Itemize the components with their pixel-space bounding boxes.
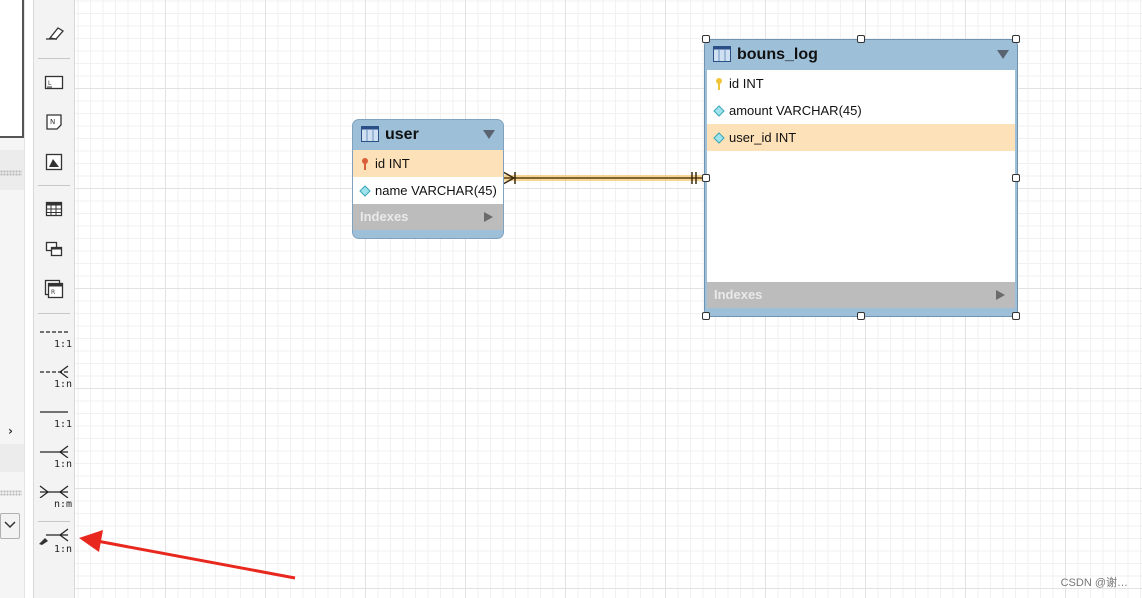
rel-tool-label: 1:n [53, 544, 72, 555]
entity-table-bouns-log[interactable]: bouns_log id INT amount VARCHAR(45) user… [704, 39, 1018, 317]
column-diamond-icon [712, 131, 726, 145]
indexes-label: Indexes [360, 209, 409, 224]
resize-handle[interactable] [702, 35, 710, 43]
column-diamond-icon [712, 104, 726, 118]
resize-handle[interactable] [1012, 174, 1020, 182]
primary-key-icon [358, 157, 372, 171]
solid-relationship-icon [40, 411, 68, 413]
resize-grip[interactable] [0, 490, 22, 496]
eraser-tool[interactable] [34, 15, 74, 51]
many-to-many-icon [39, 485, 69, 498]
table-icon [45, 201, 63, 217]
solid-one-to-many-icon [40, 445, 69, 458]
resize-handle[interactable] [1012, 35, 1020, 43]
resize-handle[interactable] [857, 312, 865, 320]
svg-text:N: N [50, 118, 55, 126]
column-row[interactable]: id INT [353, 150, 503, 177]
resize-handle[interactable] [857, 35, 865, 43]
left-side-panel: › [0, 0, 25, 598]
rel-1-1-identifying-tool[interactable]: 1:1 [34, 402, 74, 436]
indexes-label: Indexes [714, 287, 763, 302]
primary-key-icon [712, 77, 726, 91]
table-tool[interactable] [34, 191, 74, 227]
layer-icon: L [44, 75, 64, 90]
column-label: id INT [375, 156, 410, 171]
note-icon: N [46, 114, 62, 130]
rel-1-1-nonidentifying-tool[interactable]: 1:1 [34, 322, 74, 356]
rel-tool-label: 1:n [53, 379, 72, 390]
image-icon [45, 153, 63, 171]
expand-arrow-icon[interactable] [996, 290, 1005, 300]
expand-arrow-icon[interactable] [484, 212, 493, 222]
table-icon [713, 46, 731, 62]
rel-1-n-nonidentifying-tool[interactable]: 1:n [34, 362, 74, 396]
column-label: amount VARCHAR(45) [729, 103, 862, 118]
side-panel-band [0, 444, 24, 472]
side-dropdown[interactable] [0, 513, 20, 539]
chevron-right-icon[interactable]: › [8, 424, 13, 438]
column-row[interactable]: amount VARCHAR(45) [707, 97, 1015, 124]
routine-group-tool[interactable]: R [34, 271, 74, 307]
dashed-one-to-many-icon [40, 365, 69, 378]
entity-title: bouns_log [737, 46, 818, 63]
column-diamond-icon [358, 184, 372, 198]
rel-tool-label: n:m [53, 499, 72, 510]
column-label: user_id INT [729, 130, 797, 145]
chevron-down-icon [4, 521, 16, 529]
view-tool[interactable] [34, 231, 74, 267]
column-row[interactable]: id INT [707, 70, 1015, 97]
entity-header[interactable]: user [353, 120, 503, 150]
image-tool[interactable] [34, 144, 74, 180]
collapse-triangle-icon[interactable] [997, 50, 1009, 59]
routine-group-icon: R [44, 279, 64, 299]
indexes-section[interactable]: Indexes [707, 282, 1015, 308]
rel-tool-label: 1:n [53, 459, 72, 470]
rel-1-n-identifying-tool[interactable]: 1:n [34, 442, 74, 476]
entity-table-user[interactable]: user id INT name VARCHAR(45) Indexes [352, 119, 504, 239]
entity-header[interactable]: bouns_log [705, 40, 1017, 70]
layer-tool[interactable]: L [34, 64, 74, 100]
rel-n-m-tool[interactable]: n:m [34, 482, 74, 516]
svg-text:R: R [51, 289, 55, 296]
view-icon [45, 241, 63, 257]
side-preview-area [0, 0, 24, 138]
note-tool[interactable]: N [34, 104, 74, 140]
diagram-toolbar: L N [33, 0, 75, 598]
resize-handle[interactable] [702, 312, 710, 320]
column-label: name VARCHAR(45) [375, 183, 497, 198]
rel-tool-label: 1:1 [53, 339, 72, 350]
column-row[interactable]: user_id INT [707, 124, 1015, 151]
watermark: CSDN @谢… [1060, 577, 1128, 589]
resize-handle[interactable] [1012, 312, 1020, 320]
entity-title: user [385, 126, 419, 143]
svg-text:L: L [48, 80, 52, 87]
table-icon [361, 126, 379, 142]
indexes-section[interactable]: Indexes [353, 204, 503, 230]
resize-grip[interactable] [0, 170, 22, 176]
column-label: id INT [729, 76, 764, 91]
rel-tool-label: 1:1 [53, 419, 72, 430]
collapse-triangle-icon[interactable] [483, 130, 495, 139]
rel-1-n-existing-columns-tool[interactable]: 1:n [34, 525, 74, 559]
resize-handle[interactable] [702, 174, 710, 182]
eraser-icon [46, 27, 64, 40]
entity-columns: id INT amount VARCHAR(45) user_id INT [707, 70, 1015, 282]
entity-columns: id INT name VARCHAR(45) [353, 150, 503, 204]
column-row[interactable]: name VARCHAR(45) [353, 177, 503, 204]
dashed-relationship-icon [40, 331, 68, 333]
pick-columns-relationship-icon [39, 528, 69, 545]
